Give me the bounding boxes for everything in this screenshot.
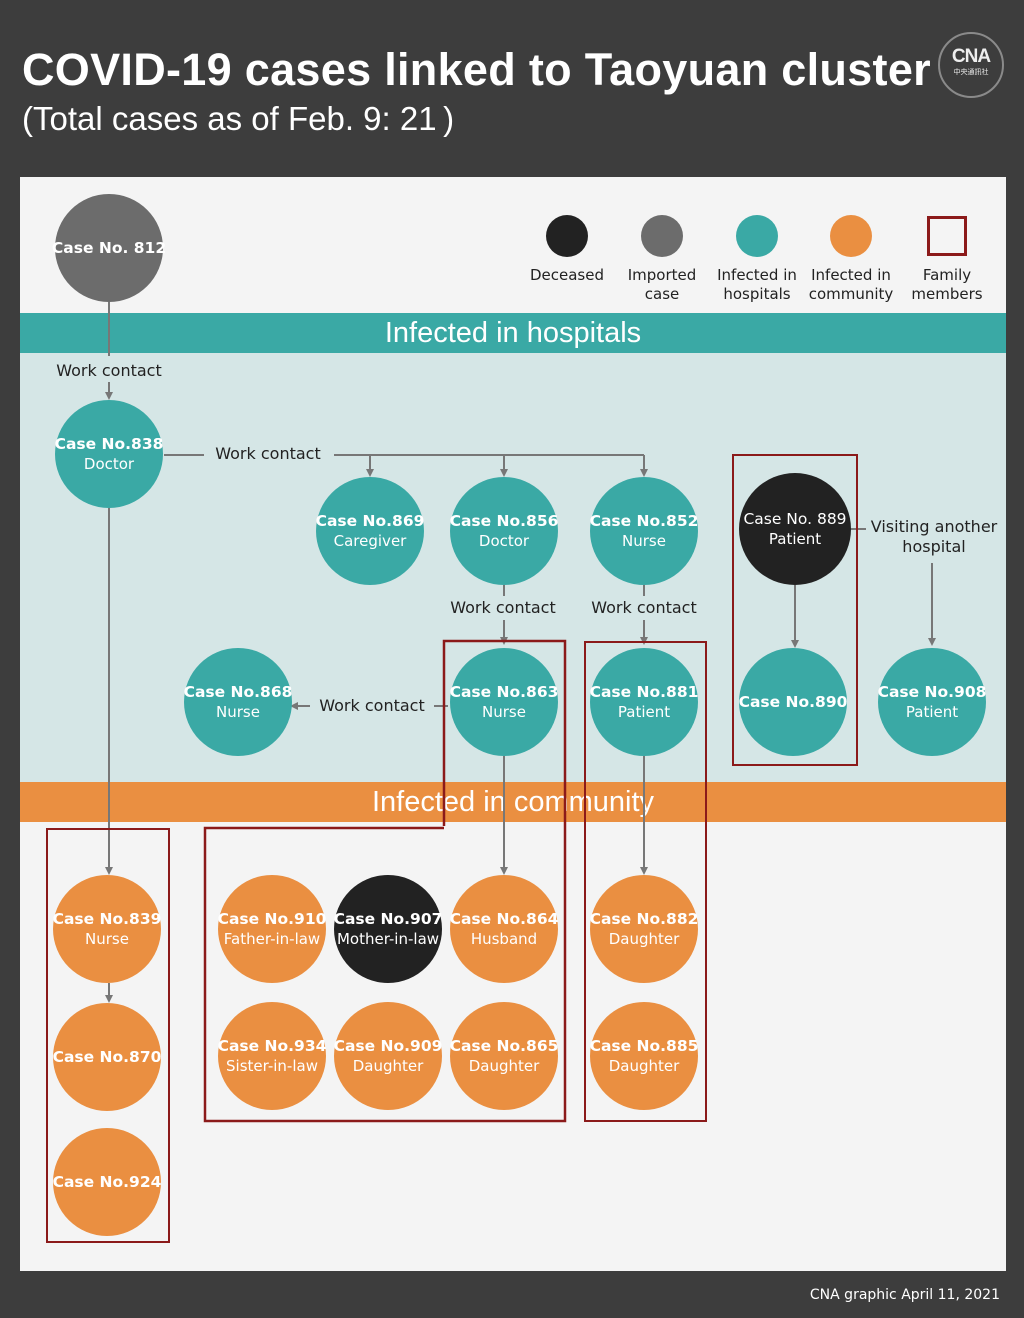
- case-role: Doctor: [478, 532, 530, 550]
- case-role: Father-in-law: [223, 930, 321, 948]
- case-role: Sister-in-law: [226, 1057, 318, 1075]
- case-node-865: Case No.865 Daughter: [450, 1002, 558, 1110]
- case-node-856: Case No.856 Doctor: [450, 477, 558, 585]
- legend-swatch-hospitals: [736, 215, 778, 257]
- case-node-863: Case No.863 Nurse: [450, 648, 558, 756]
- case-name: Case No.870: [52, 1048, 162, 1066]
- case-role: Daughter: [608, 1057, 680, 1075]
- edge-label-856-863: Work contact: [450, 598, 556, 617]
- case-node-868: Case No.868 Nurse: [184, 648, 292, 756]
- case-node-909: Case No.909 Daughter: [334, 1002, 442, 1110]
- case-role: Patient: [905, 703, 959, 721]
- case-name: Case No.934: [217, 1037, 327, 1055]
- case-name: Case No.881: [589, 683, 699, 701]
- case-name: Case No.839: [52, 910, 162, 928]
- cna-logo: CNA 中央通訊社: [938, 32, 1004, 98]
- edge-label-889-908: Visiting another hospital: [870, 517, 998, 556]
- case-node-890: Case No.890: [739, 648, 847, 756]
- case-node-869: Case No.869 Caregiver: [316, 477, 424, 585]
- case-role: Nurse: [622, 532, 666, 550]
- page-subtitle: (Total cases as of Feb. 9: 21 ): [22, 100, 455, 137]
- legend-swatch-deceased: [546, 215, 588, 257]
- case-node-889: Case No. 889 Patient: [739, 473, 851, 585]
- legend-swatch-imported: [641, 215, 683, 257]
- case-name: Case No.910: [217, 910, 327, 928]
- family-frame-839: [46, 828, 170, 1243]
- legend-label-imported: Imported case: [627, 266, 697, 303]
- case-role: Daughter: [352, 1057, 424, 1075]
- case-name: Case No.869: [315, 512, 425, 530]
- case-role: Caregiver: [333, 532, 407, 550]
- logo-text: 中央通訊社: [953, 68, 989, 76]
- case-name: Case No. 812: [51, 239, 167, 257]
- legend-label-family: Family members: [911, 266, 983, 303]
- legend-swatch-family: [927, 216, 967, 256]
- case-node-852: Case No.852 Nurse: [590, 477, 698, 585]
- edge-label-852-881: Work contact: [591, 598, 697, 617]
- case-name: Case No.856: [449, 512, 559, 530]
- edge-label-838-multi: Work contact: [215, 444, 321, 463]
- case-role: Nurse: [482, 703, 526, 721]
- case-role: Patient: [617, 703, 671, 721]
- case-node-864: Case No.864 Husband: [450, 875, 558, 983]
- legend-label-community: Infected in community: [808, 266, 894, 303]
- case-role: Patient: [768, 530, 822, 548]
- case-name: Case No.882: [589, 910, 699, 928]
- case-node-885: Case No.885 Daughter: [590, 1002, 698, 1110]
- case-name: Case No.885: [589, 1037, 699, 1055]
- case-name: Case No.864: [449, 910, 559, 928]
- case-role: Nurse: [216, 703, 260, 721]
- case-role: Husband: [470, 930, 538, 948]
- case-name: Case No.909: [333, 1037, 443, 1055]
- case-node-870: Case No.870: [53, 1003, 161, 1111]
- case-node-839: Case No.839 Nurse: [53, 875, 161, 983]
- case-name: Case No. 889: [743, 510, 847, 528]
- case-role: Mother-in-law: [336, 930, 440, 948]
- legend-label-deceased: Deceased: [529, 266, 604, 284]
- edge-label-812-838: Work contact: [56, 361, 162, 380]
- case-name: Case No.890: [738, 693, 848, 711]
- case-name: Case No.852: [589, 512, 699, 530]
- logo-mark: CNA: [951, 46, 991, 67]
- edge-label-863-868: Work contact: [319, 696, 425, 715]
- case-node-881: Case No.881 Patient: [590, 648, 698, 756]
- case-node-812: Case No. 812: [51, 194, 167, 302]
- case-role: Daughter: [468, 1057, 540, 1075]
- legend-label-hospitals: Infected in hospitals: [717, 266, 797, 303]
- case-name: Case No.924: [52, 1173, 162, 1191]
- case-name: Case No.908: [877, 683, 987, 701]
- band-hospitals: Infected in hospitals: [20, 313, 1006, 353]
- case-node-910: Case No.910 Father-in-law: [218, 875, 326, 983]
- case-name: Case No.863: [449, 683, 559, 701]
- case-node-908: Case No.908 Patient: [878, 648, 986, 756]
- graphic-credit: CNA graphic April 11, 2021: [809, 1287, 1000, 1303]
- band-community: Infected in community: [20, 782, 1006, 822]
- page-title: COVID-19 cases linked to Taoyuan cluster: [22, 44, 931, 95]
- case-name: Case No.838: [54, 435, 164, 453]
- case-node-934: Case No.934 Sister-in-law: [218, 1002, 326, 1110]
- family-frame-881: [584, 641, 707, 1122]
- legend-swatch-community: [830, 215, 872, 257]
- case-role: Nurse: [85, 930, 129, 948]
- case-role: Daughter: [608, 930, 680, 948]
- family-frame-889: [732, 454, 858, 766]
- case-node-882: Case No.882 Daughter: [590, 875, 698, 983]
- case-node-907: Case No.907 Mother-in-law: [334, 875, 442, 983]
- case-name: Case No.865: [449, 1037, 559, 1055]
- case-role: Doctor: [83, 455, 135, 473]
- case-name: Case No.907: [333, 910, 443, 928]
- case-node-838: Case No.838 Doctor: [55, 400, 163, 508]
- case-name: Case No.868: [183, 683, 293, 701]
- case-node-924: Case No.924: [53, 1128, 161, 1236]
